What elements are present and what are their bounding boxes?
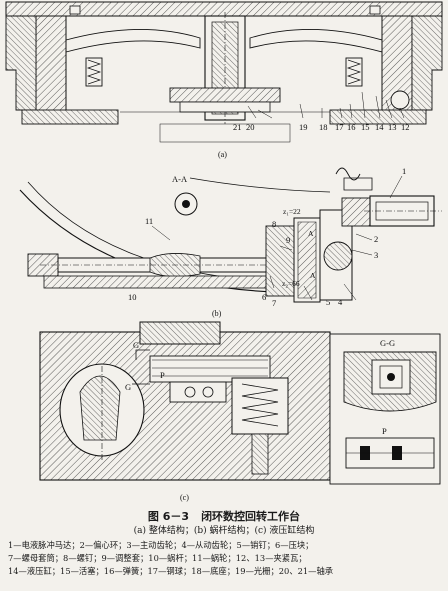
callout-15: 15: [361, 122, 370, 132]
callout-18: 18: [319, 122, 328, 132]
view-mark-p: P: [160, 370, 165, 380]
section-g-g-detail: [343, 351, 437, 412]
callout-20: 20: [246, 122, 255, 132]
callout-6: 6: [262, 292, 266, 302]
figure-number: 图 6－3: [147, 510, 190, 523]
legend-line: 7—螺母套筒；8—螺钉；9—调整套；10—蜗杆；11—蜗轮；12、13—夹紧瓦；: [8, 553, 307, 563]
panel-a-label: (a): [218, 150, 227, 159]
detail-p-view: [345, 437, 435, 469]
callout-z1: z₁=22: [283, 207, 301, 216]
section-mark-g-top: G: [133, 340, 139, 350]
callout-17: 17: [335, 122, 344, 132]
section-mark-a-bottom: A: [310, 271, 316, 280]
parts-legend: 1—电液脉冲马达；2—偏心环；3—主动齿轮；4—从动齿轮；5—销钉；6—压块； …: [0, 539, 448, 578]
callout-12: 12: [401, 122, 410, 132]
figure-subtitle: (a) 整体结构；(b) 蜗杆结构；(c) 液压缸结构: [133, 526, 315, 536]
callout-7: 7: [272, 298, 276, 308]
callout-10: 10: [128, 292, 137, 302]
section-mark-a-top: A: [308, 229, 314, 238]
panel-c-drawing: [39, 321, 441, 485]
callout-11: 11: [145, 216, 153, 226]
figure-drawing: 21 20 19 18 17 16 15 14 13 12 (a): [5, 1, 443, 502]
panel-c-callouts: G G P G-G P (c): [125, 338, 395, 502]
legend-line: 1—电液脉冲马达；2—偏心环；3—主动齿轮；4—从动齿轮；5—销钉；6—压块；: [8, 540, 314, 550]
callout-5: 5: [326, 297, 330, 307]
callout-16: 16: [347, 122, 356, 132]
panel-b-label: (b): [212, 309, 222, 318]
figure-title: 闭环数控回转工作台: [201, 510, 301, 523]
callout-1: 1: [402, 166, 406, 176]
callout-19: 19: [299, 122, 308, 132]
callout-4: 4: [338, 297, 343, 307]
section-label-g-g: G-G: [380, 338, 395, 348]
callout-13: 13: [388, 122, 397, 132]
callout-3: 3: [374, 250, 378, 260]
callout-21: 21: [233, 122, 242, 132]
callout-8: 8: [272, 219, 276, 229]
figure-caption: 图 6－3 闭环数控回转工作台 (a) 整体结构；(b) 蜗杆结构；(c) 液压缸…: [0, 509, 448, 578]
callout-z2: z₂=66: [282, 279, 300, 288]
figure-title-line: 图 6－3 闭环数控回转工作台: [0, 509, 448, 524]
detail-label-p: P: [382, 426, 387, 436]
callout-14: 14: [375, 122, 384, 132]
panel-a-callouts: 21 20 19 18 17 16 15 14 13 12 (a): [218, 122, 410, 159]
callout-9: 9: [286, 235, 290, 245]
panel-c-label: (c): [180, 493, 189, 502]
section-mark-g-bottom: G: [125, 382, 131, 392]
legend-line: 14—液压缸；15—活塞；16—弹簧；17—钢球；18—底座；19—光栅；20、…: [8, 566, 334, 576]
panel-b-drawing: [19, 167, 442, 303]
panel-a-drawing: [5, 1, 443, 143]
section-label-a-a: A-A: [172, 174, 188, 184]
callout-2: 2: [374, 234, 378, 244]
panel-b-callouts: A-A 1 2 3 4 5 6 7 8 9 10 11 z₁=22 z₂=66 …: [128, 166, 406, 318]
